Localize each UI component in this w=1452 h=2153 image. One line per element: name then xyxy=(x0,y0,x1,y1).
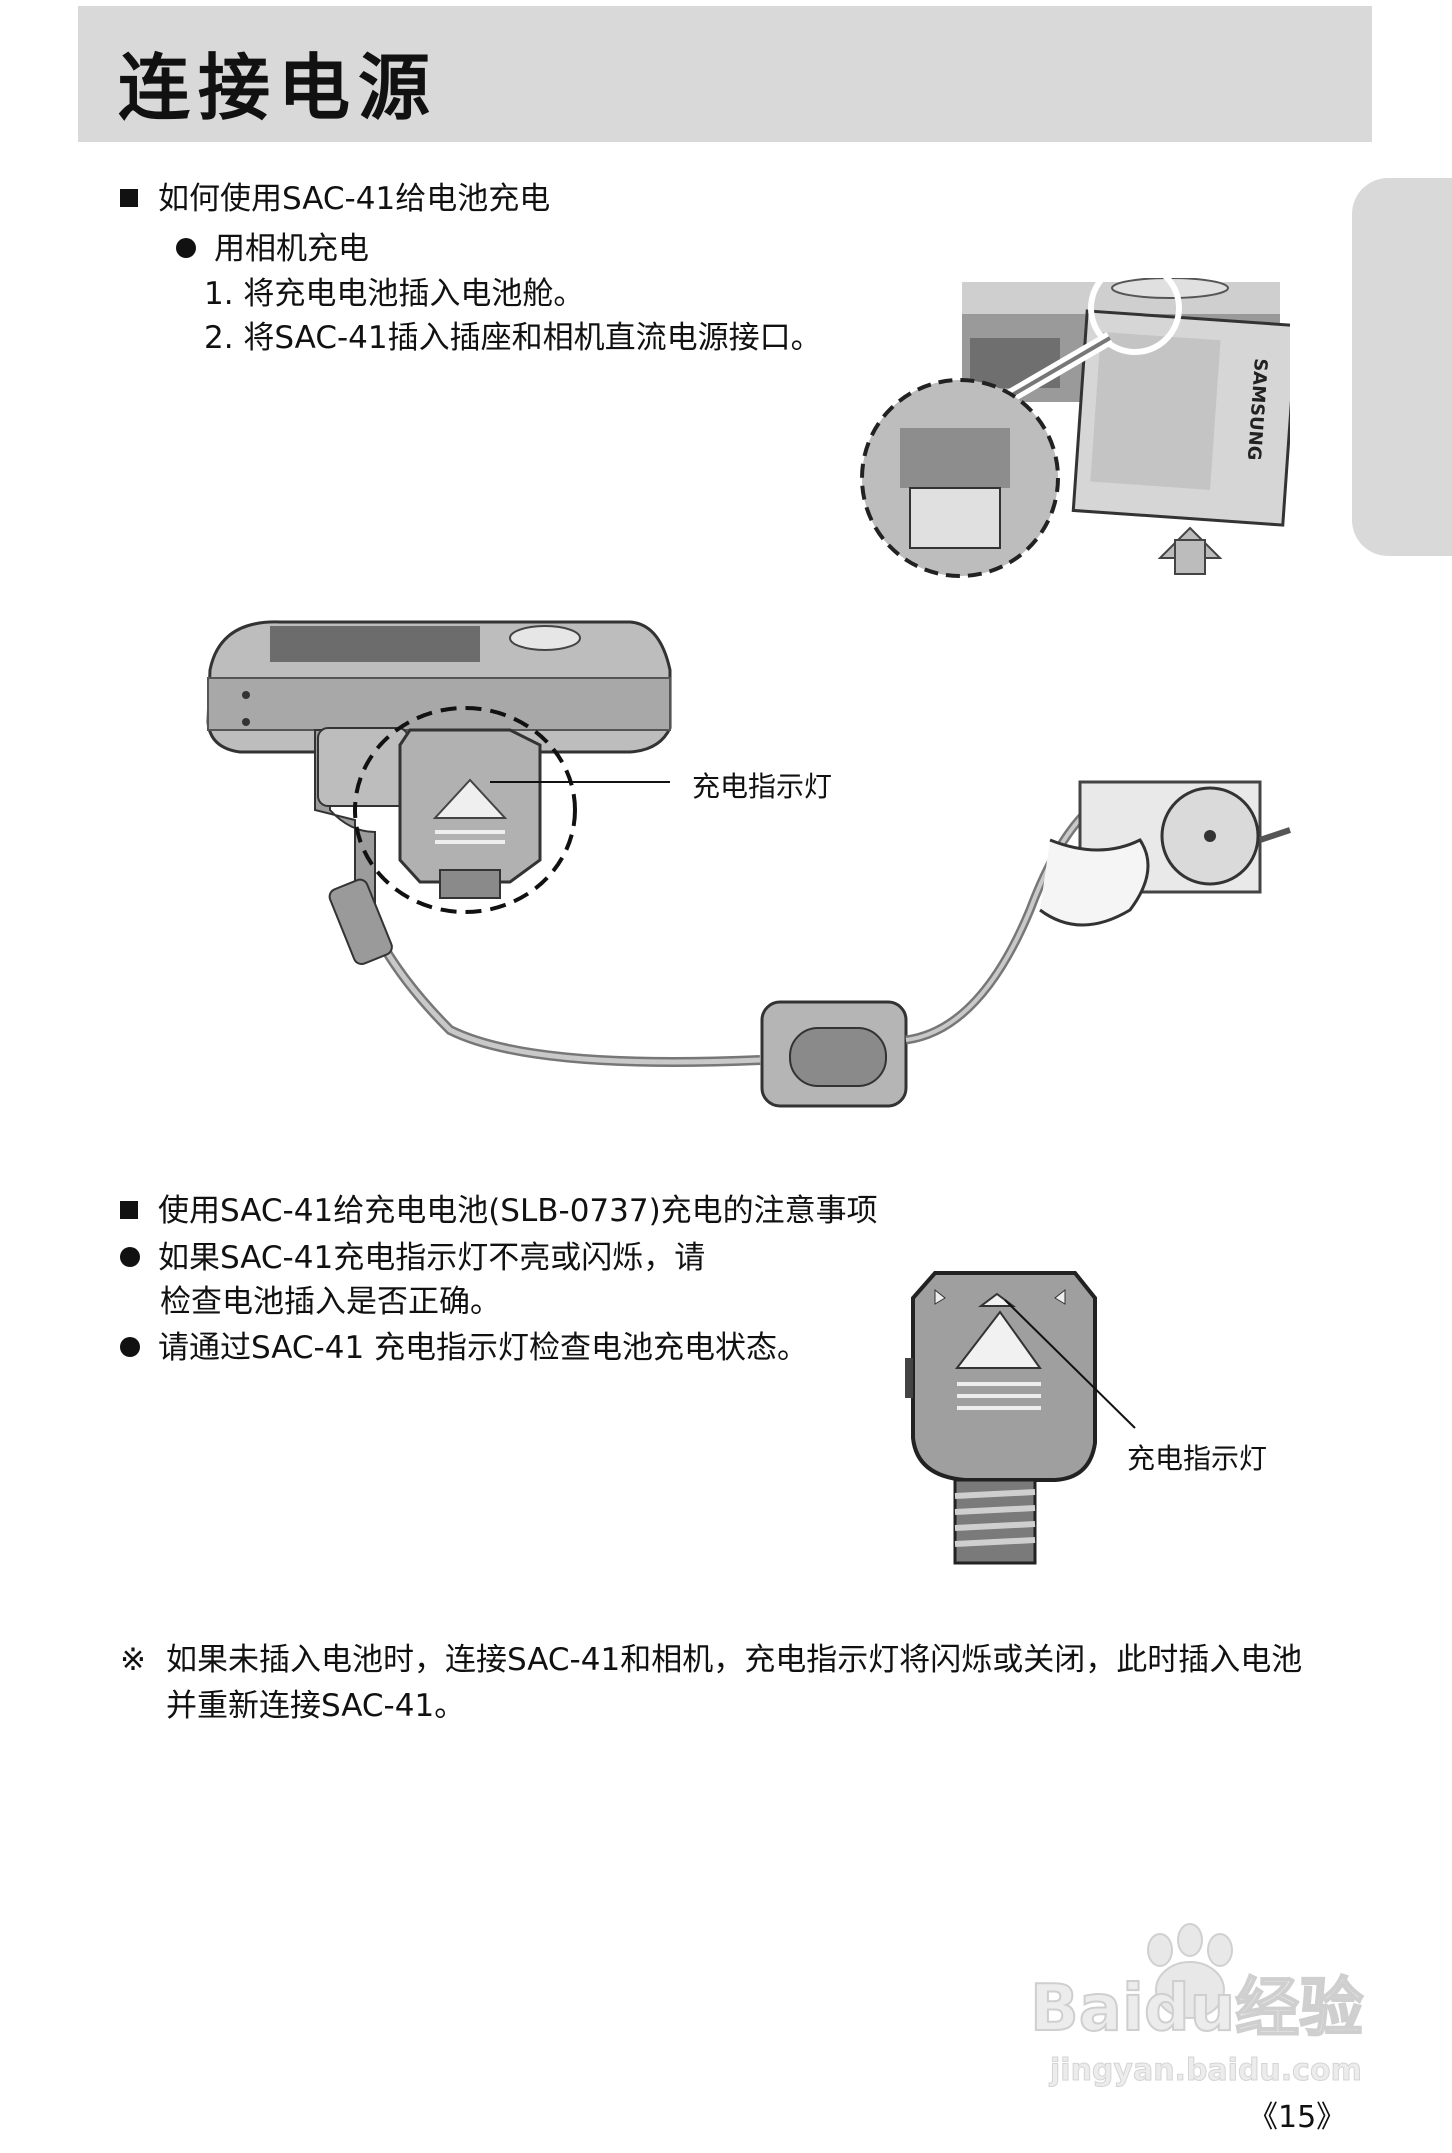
paw-logo xyxy=(1147,1923,1233,2019)
section1-subheading: 用相机充电 xyxy=(176,231,369,268)
bullet-2-text: 请通过SAC-41 充电指示灯检查电池充电状态。 xyxy=(158,1330,809,1366)
step-2: 2. 将SAC-41插入插座和相机直流电源接口。 xyxy=(204,320,822,356)
indicator-label: 充电指示灯 xyxy=(692,770,833,803)
section1-subheading-text: 用相机充电 xyxy=(214,231,369,267)
round-bullet-icon xyxy=(120,1246,140,1267)
bullet-1: 如果SAC-41充电指示灯不亮或闪烁，请 xyxy=(120,1240,705,1277)
square-bullet-icon xyxy=(120,188,138,207)
title-bar xyxy=(78,6,1372,142)
connection-diagram xyxy=(206,620,1291,1108)
section1-heading-text: 如何使用SAC-41给电池充电 xyxy=(158,181,551,217)
square-bullet-icon xyxy=(120,1200,138,1219)
page-title: 连接电源 xyxy=(118,46,439,130)
plug-closeup-illustration xyxy=(905,1271,1136,1565)
page-number: 《15》 xyxy=(1248,2100,1347,2135)
watermark-brand: Baidu经验 xyxy=(1030,1972,1363,2046)
note-line-1: 如果未插入电池时，连接SAC-41和相机，充电指示灯将闪烁或关闭，此时插入电池 xyxy=(166,1642,1303,1678)
note-symbol: ※ xyxy=(120,1642,146,1678)
battery-insertion-illustration: SAMSUNG xyxy=(860,278,1290,578)
section1-heading: 如何使用SAC-41给电池充电 xyxy=(120,181,550,218)
bullet-2: 请通过SAC-41 充电指示灯检查电池充电状态。 xyxy=(120,1330,808,1367)
baidu-watermark: Baidu经验 jingyan.baidu.com xyxy=(1029,1923,1364,2089)
plug-indicator-label: 充电指示灯 xyxy=(1127,1442,1268,1475)
section2-heading-text: 使用SAC-41给充电电池(SLB-0737)充电的注意事项 xyxy=(158,1193,878,1229)
round-bullet-icon xyxy=(120,1336,140,1357)
note-line-2: 并重新连接SAC-41。 xyxy=(166,1688,466,1724)
section2-heading: 使用SAC-41给充电电池(SLB-0737)充电的注意事项 xyxy=(120,1193,878,1230)
bullet-1-text: 如果SAC-41充电指示灯不亮或闪烁，请 xyxy=(158,1240,706,1276)
watermark-url: jingyan.baidu.com xyxy=(1049,2053,1362,2088)
step-1: 1. 将充电电池插入电池舱。 xyxy=(204,276,585,312)
bullet-1-continued: 检查电池插入是否正确。 xyxy=(160,1284,501,1320)
round-bullet-icon xyxy=(176,237,196,258)
side-tab xyxy=(1352,178,1452,556)
